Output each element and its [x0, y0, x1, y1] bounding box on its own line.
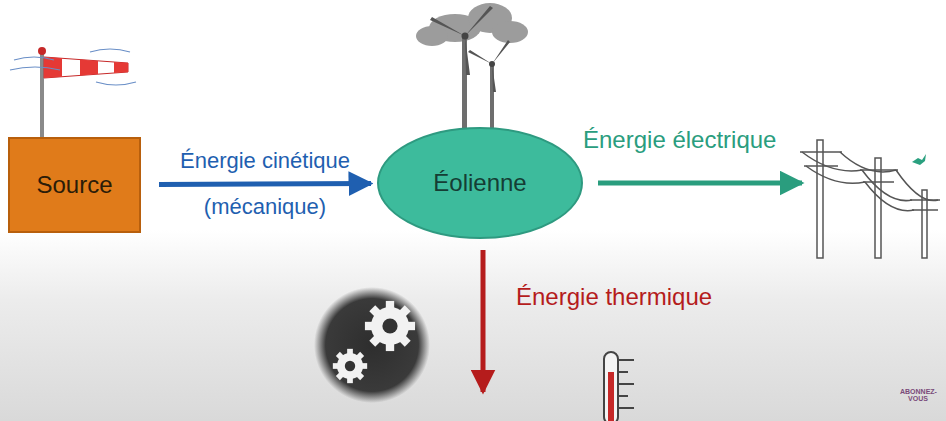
wire	[806, 166, 865, 183]
gear	[365, 301, 415, 351]
edge-label: Énergie cinétique (mécanique)	[158, 138, 373, 230]
watermark: ABONNEZ-VOUS	[900, 388, 936, 402]
windsock-top	[38, 47, 46, 55]
wire	[840, 152, 896, 172]
windsock-stripe	[80, 60, 98, 76]
source-box: Source	[8, 137, 141, 233]
thermometer-tick	[618, 383, 634, 385]
cloud	[416, 26, 448, 46]
turbine-tower	[490, 64, 494, 128]
power-lines	[800, 140, 940, 258]
wind-line	[90, 49, 130, 52]
pole	[875, 158, 881, 258]
wire	[865, 182, 914, 211]
energy-label: Énergie thermique	[516, 283, 712, 311]
gear-hole	[345, 361, 355, 371]
wire	[862, 170, 912, 201]
energy-arrow	[159, 184, 371, 185]
wire	[896, 170, 938, 201]
turbine-blades	[430, 6, 493, 75]
wind-line	[14, 57, 54, 60]
windsock-stripe	[114, 62, 128, 73]
turbine-ellipse: Éolienne	[377, 127, 583, 239]
thermometer-ticks	[618, 360, 634, 408]
crossbar	[800, 151, 842, 153]
turbine-hub	[462, 33, 469, 40]
thermometer-tick	[618, 407, 634, 409]
wind-line	[10, 67, 60, 70]
electric-arrow	[598, 181, 802, 186]
gear-hole	[382, 318, 397, 333]
gear	[333, 349, 367, 383]
thermometer-tick	[618, 359, 634, 361]
energy-label: Énergie électrique	[583, 126, 776, 154]
thermometer-mercury	[608, 372, 614, 421]
node-text: Source	[36, 171, 112, 199]
bird	[912, 154, 926, 165]
node-text: Éolienne	[433, 169, 526, 197]
gear-wheel	[371, 307, 409, 345]
thermometer	[604, 352, 634, 421]
thermal-arrow	[481, 250, 486, 392]
wind-line	[96, 82, 136, 85]
windsock	[10, 47, 136, 137]
windsock-pole	[40, 52, 44, 137]
thermometer-tick	[618, 371, 628, 373]
gears-background	[314, 287, 430, 403]
wind-turbines	[416, 3, 528, 128]
windsock-sock	[44, 57, 128, 78]
thermometer-body	[604, 352, 618, 421]
turbine-hub	[489, 61, 495, 67]
thermometer-tick	[618, 395, 628, 397]
gears-icon	[314, 287, 430, 403]
pole	[817, 140, 823, 258]
gear-wheel	[337, 353, 363, 379]
crossbar	[863, 181, 894, 183]
crossbar	[912, 209, 938, 211]
rect-shape	[9, 138, 140, 232]
ellipse-shape	[378, 128, 582, 238]
cloud	[492, 21, 528, 43]
turbine-blades	[468, 40, 510, 92]
crossbar	[804, 165, 838, 167]
